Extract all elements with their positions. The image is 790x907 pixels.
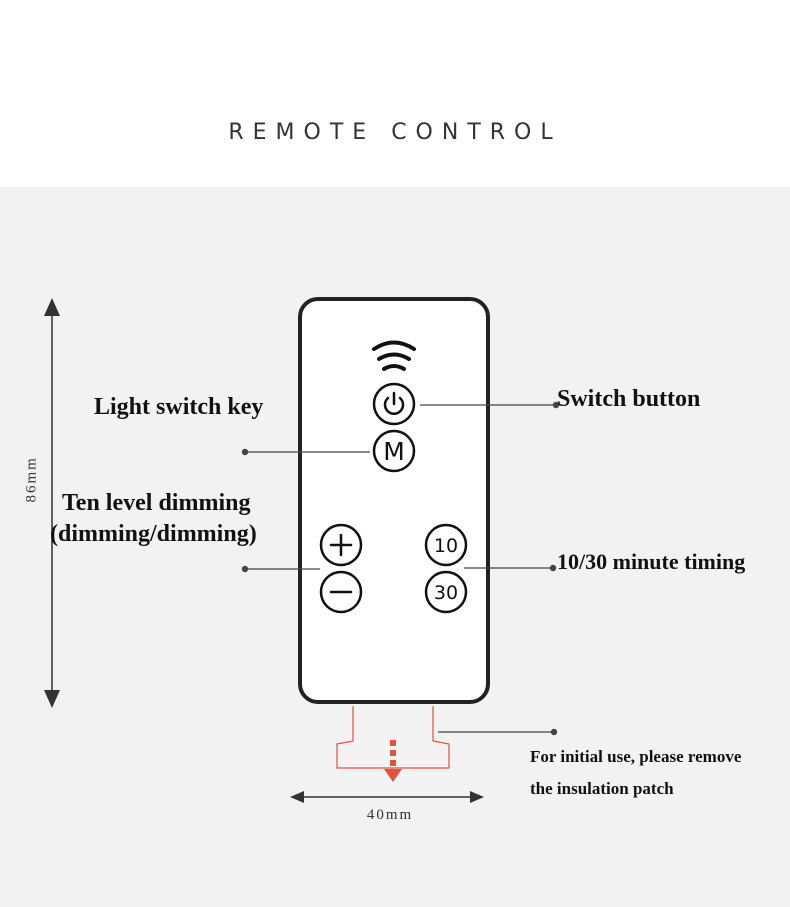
label-timing: 10/30 minute timing <box>557 549 746 574</box>
remote-body <box>298 297 490 704</box>
dimming-down-button[interactable] <box>319 570 363 614</box>
width-dimension-label: 40mm <box>366 807 414 823</box>
timer-10-label: 10 <box>434 535 458 557</box>
arrow-down-icon <box>384 740 402 782</box>
timer-10-button[interactable]: 10 <box>424 523 468 567</box>
height-dimension-arrow <box>44 298 60 708</box>
wireless-signal-icon <box>372 340 416 371</box>
page-title: REMOTE CONTROL <box>228 120 562 145</box>
mode-button[interactable]: M <box>372 429 416 473</box>
label-dimming-line1: Ten level dimming <box>62 490 251 516</box>
leader-lines <box>241 401 560 736</box>
timer-30-button[interactable]: 30 <box>424 570 468 614</box>
dimming-up-button[interactable] <box>319 523 363 567</box>
plus-icon <box>329 533 353 557</box>
mode-button-label: M <box>383 437 405 466</box>
width-dimension-arrow <box>290 791 484 803</box>
label-switch-button: Switch button <box>557 386 701 412</box>
insulation-tab <box>336 706 450 769</box>
label-dimming-line2: (dimming/dimming) <box>50 521 257 547</box>
power-button[interactable] <box>372 382 416 426</box>
power-icon <box>383 391 405 415</box>
header: REMOTE CONTROL <box>0 0 790 187</box>
label-insulation-line1: For initial use, please remove <box>530 747 742 766</box>
height-dimension-label: 86mm <box>23 456 40 503</box>
timer-30-label: 30 <box>434 582 458 604</box>
label-insulation-line2: the insulation patch <box>530 779 674 798</box>
label-light-switch-key: Light switch key <box>94 394 264 420</box>
